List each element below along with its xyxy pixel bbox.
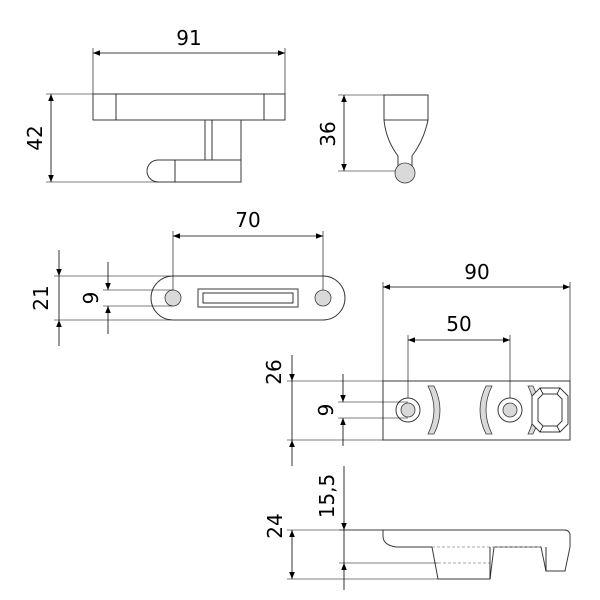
dimension-bottom-height: 24 <box>263 513 438 580</box>
plate-hole-right <box>314 289 332 307</box>
dimension-handle-height: 42 <box>23 93 158 183</box>
dimension-plate-height: 21 <box>29 250 170 346</box>
block-recess-mid <box>479 385 493 435</box>
dim-label-plate-height: 21 <box>29 285 53 310</box>
plate-slot <box>197 288 299 308</box>
dim-label-handle-height: 42 <box>23 125 47 150</box>
block-top-view <box>382 380 571 441</box>
dim-label-block-length: 90 <box>464 260 489 284</box>
dim-label-block-hole-spacing: 50 <box>446 312 471 336</box>
dimension-block-height: 26 <box>262 355 383 466</box>
handle-top-bar <box>92 93 286 121</box>
plate-hole-left <box>164 289 182 307</box>
dim-label-block-height: 26 <box>262 359 286 384</box>
dimension-side-height: 36 <box>316 94 395 172</box>
dimension-block-hole: 9 <box>314 374 408 446</box>
block-hole-left <box>400 402 416 418</box>
dimension-handle-width: 91 <box>92 26 286 94</box>
block-socket-inner <box>537 393 563 427</box>
dimension-plate-hole: 9 <box>79 262 173 334</box>
dim-label-handle-width: 91 <box>176 26 201 50</box>
dim-label-block-hole: 9 <box>314 404 338 417</box>
flat-plate <box>150 275 346 321</box>
handle-side-view <box>383 94 429 184</box>
bottom-profile <box>382 529 571 580</box>
dim-label-plate-hole: 9 <box>79 292 103 305</box>
dimension-bottom-inner: 15,5 <box>315 466 438 590</box>
dim-label-bottom-inner: 15,5 <box>315 474 339 519</box>
block-hole-right <box>502 402 518 418</box>
dim-label-bottom-height: 24 <box>263 513 287 538</box>
side-body <box>383 94 429 167</box>
dimension-block-length: 90 <box>382 260 571 381</box>
handle-front-view <box>92 93 286 183</box>
dimension-plate-hole-spacing: 70 <box>172 208 324 290</box>
bottom-side-view <box>382 529 571 580</box>
dim-label-side-height: 36 <box>316 121 340 146</box>
block-recess-left <box>427 385 441 435</box>
dimension-block-hole-spacing: 50 <box>407 312 511 398</box>
handle-foot <box>146 159 242 183</box>
side-knob <box>394 162 416 184</box>
dim-label-plate-hole-spacing: 70 <box>235 208 260 232</box>
